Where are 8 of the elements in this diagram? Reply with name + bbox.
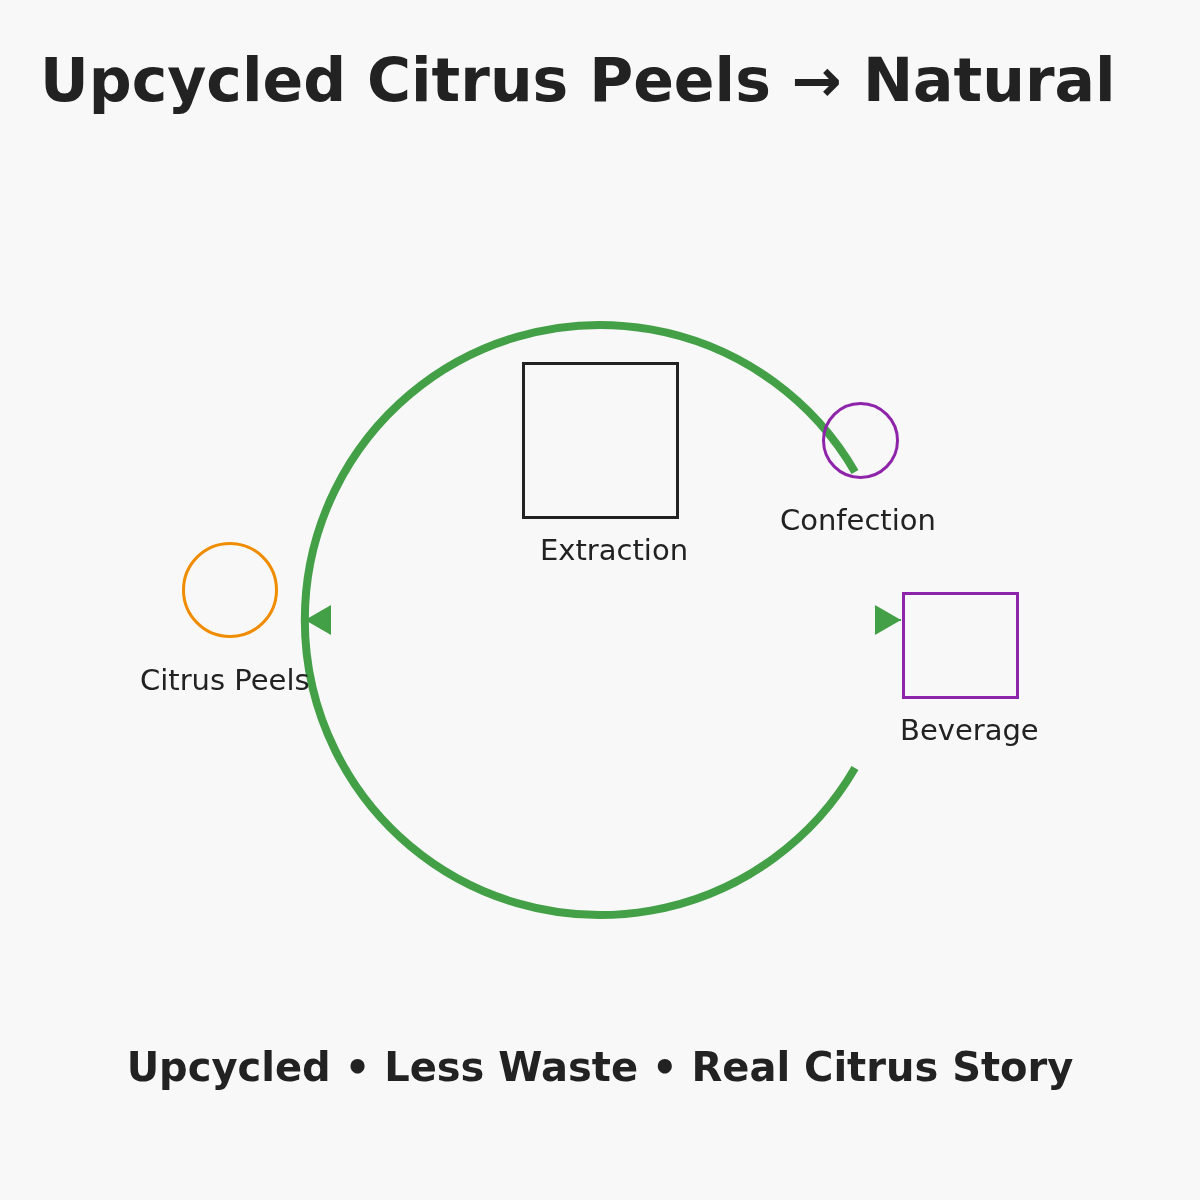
- node-label: Beverage: [900, 713, 1039, 747]
- node-label: Citrus Peels: [140, 663, 310, 697]
- cycle-arc: [301, 321, 859, 919]
- node-label: Confection: [780, 503, 936, 537]
- node-label: Extraction: [540, 533, 689, 567]
- arrow: [874, 605, 902, 635]
- title: Upcycled Citrus Peels → Natural: [40, 44, 1116, 117]
- tagline: Upcycled • Less Waste • Real Citrus Story: [125, 1043, 1075, 1092]
